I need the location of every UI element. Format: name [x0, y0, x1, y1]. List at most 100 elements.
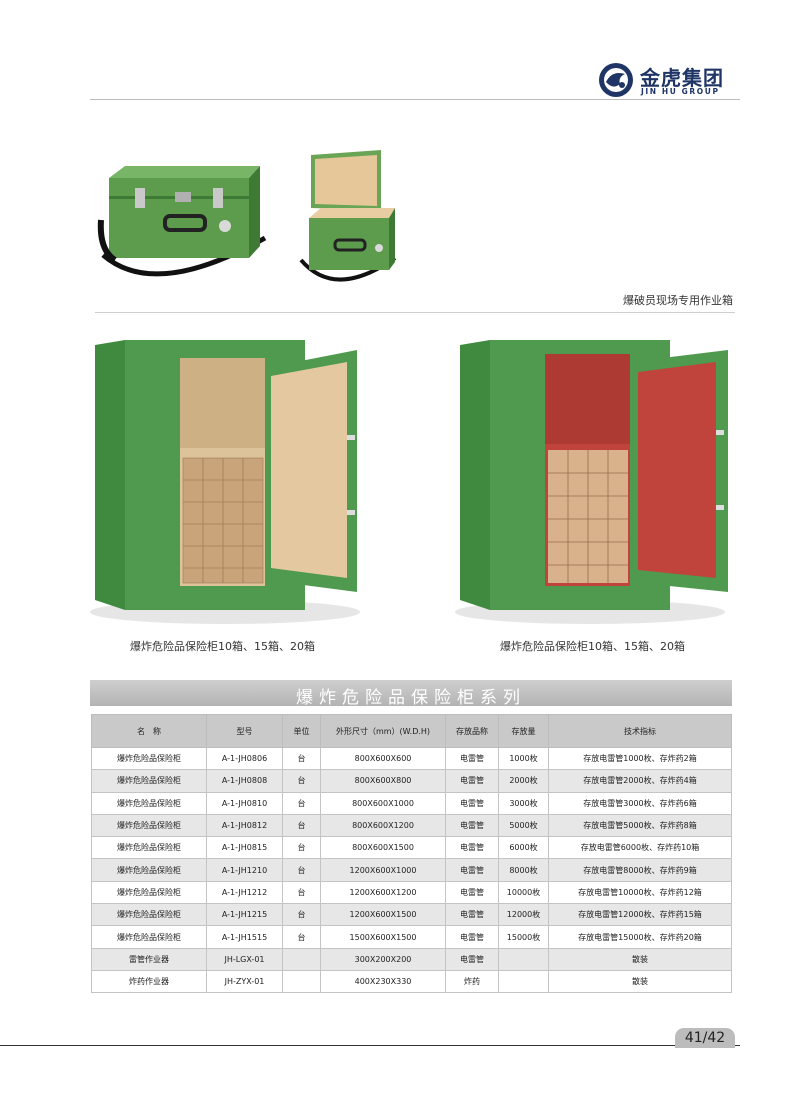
cell-capacity: 15000枚: [498, 925, 549, 949]
cell-specification: 存放电雷管3000枚、存炸药6箱: [548, 791, 732, 815]
tiger-logo-icon: [599, 63, 633, 97]
cell-name: 爆炸危险品保险柜: [91, 746, 207, 771]
cell-name: 爆炸危险品保险柜: [91, 903, 207, 927]
cell-model: JH-ZYX-01: [206, 969, 283, 994]
cell-dimensions: 1200X600X1500: [320, 903, 446, 927]
cell-specification: 散装: [548, 969, 732, 994]
cell-specification: 存放电雷管2000枚、存炸药4箱: [548, 769, 732, 793]
cell-specification: 存放电雷管6000枚、存炸药10箱: [548, 836, 732, 860]
cell-unit: 台: [282, 813, 321, 838]
company-logo: 金虎集团 JIN HU GROUP: [598, 60, 738, 100]
footer-divider: [0, 1045, 740, 1046]
cell-stored-item: 电雷管: [445, 880, 499, 905]
logo-name-cn: 金虎集团: [640, 66, 724, 90]
cell-stored-item: 电雷管: [445, 769, 499, 793]
cell-unit: 台: [282, 746, 321, 771]
cell-stored-item: 电雷管: [445, 791, 499, 815]
logo-name-en: JIN HU GROUP: [641, 87, 720, 96]
work-box-closed-image: [97, 166, 267, 277]
cell-capacity: [498, 969, 549, 994]
cell-capacity: 8000枚: [498, 858, 549, 882]
cell-specification: 存放电雷管12000枚、存炸药15箱: [548, 903, 732, 927]
cell-dimensions: 1200X600X1200: [320, 880, 446, 905]
cell-dimensions: 1500X600X1500: [320, 925, 446, 949]
table-header-row: 名 称 型号 单位 外形尺寸（mm）(W.D.H) 存放品称 存放量 技术指标: [91, 714, 732, 748]
cell-capacity: 2000枚: [498, 769, 549, 793]
cell-dimensions: 300X200X200: [320, 947, 446, 971]
section-divider: [95, 312, 735, 313]
page-number: 41/42: [675, 1028, 735, 1048]
cell-capacity: 1000枚: [498, 746, 549, 771]
cell-capacity: 12000枚: [498, 903, 549, 927]
cell-name: 爆炸危险品保险柜: [91, 791, 207, 815]
cell-model: A-1-JH0810: [206, 791, 283, 815]
cell-specification: 存放电雷管8000枚、存炸药9箱: [548, 858, 732, 882]
cell-capacity: 3000枚: [498, 791, 549, 815]
section-title: 爆炸危险品保险柜系列: [296, 688, 526, 708]
cell-name: 雷管作业器: [91, 947, 207, 971]
cell-dimensions: 1200X600X1000: [320, 858, 446, 882]
header-name: 名 称: [91, 714, 207, 748]
cell-stored-item: 电雷管: [445, 746, 499, 771]
cell-capacity: 10000枚: [498, 880, 549, 905]
work-box-caption: 爆破员现场专用作业箱: [623, 294, 733, 307]
cell-capacity: [498, 947, 549, 971]
cell-unit: 台: [282, 858, 321, 882]
cell-dimensions: 800X600X1000: [320, 791, 446, 815]
cell-stored-item: 炸药: [445, 969, 499, 994]
header-capacity: 存放量: [498, 714, 549, 748]
cell-model: A-1-JH0815: [206, 836, 283, 860]
cell-stored-item: 电雷管: [445, 947, 499, 971]
cell-dimensions: 800X600X800: [320, 769, 446, 793]
safe-cabinet-wood-image: [90, 340, 360, 624]
cell-unit: [282, 969, 321, 994]
header-divider: [90, 99, 740, 100]
spec-table: 名 称 型号 单位 外形尺寸（mm）(W.D.H) 存放品称 存放量 技术指标 …: [91, 714, 732, 994]
cell-stored-item: 电雷管: [445, 836, 499, 860]
cell-name: 爆炸危险品保险柜: [91, 858, 207, 882]
cell-model: A-1-JH1210: [206, 858, 283, 882]
cell-model: A-1-JH0806: [206, 746, 283, 771]
cell-name: 爆炸危险品保险柜: [91, 836, 207, 860]
cell-unit: 台: [282, 769, 321, 793]
header-specification: 技术指标: [548, 714, 732, 748]
cell-name: 爆炸危险品保险柜: [91, 880, 207, 905]
cell-stored-item: 电雷管: [445, 858, 499, 882]
cell-model: A-1-JH1212: [206, 880, 283, 905]
cell-model: A-1-JH0808: [206, 769, 283, 793]
header-stored-item: 存放品称: [445, 714, 499, 748]
cell-unit: 台: [282, 791, 321, 815]
cell-stored-item: 电雷管: [445, 925, 499, 949]
cell-specification: 存放电雷管15000枚、存炸药20箱: [548, 925, 732, 949]
work-box-open-image: [299, 150, 397, 282]
cell-stored-item: 电雷管: [445, 813, 499, 838]
cell-unit: 台: [282, 903, 321, 927]
cell-model: JH-LGX-01: [206, 947, 283, 971]
section-title-banner: 爆炸危险品保险柜系列: [90, 680, 732, 708]
cell-capacity: 5000枚: [498, 813, 549, 838]
cell-model: A-1-JH0812: [206, 813, 283, 838]
cell-name: 爆炸危险品保险柜: [91, 769, 207, 793]
cell-specification: 存放电雷管5000枚、存炸药8箱: [548, 813, 732, 838]
cabinet-caption-left: 爆炸危险品保险柜10箱、15箱、20箱: [130, 640, 315, 653]
header-dimensions: 外形尺寸（mm）(W.D.H): [320, 714, 446, 748]
cell-unit: 台: [282, 925, 321, 949]
safe-cabinet-red-image: [455, 340, 728, 624]
cell-stored-item: 电雷管: [445, 903, 499, 927]
cell-unit: 台: [282, 880, 321, 905]
cell-name: 爆炸危险品保险柜: [91, 813, 207, 838]
cell-name: 炸药作业器: [91, 969, 207, 994]
cell-capacity: 6000枚: [498, 836, 549, 860]
cell-unit: 台: [282, 836, 321, 860]
